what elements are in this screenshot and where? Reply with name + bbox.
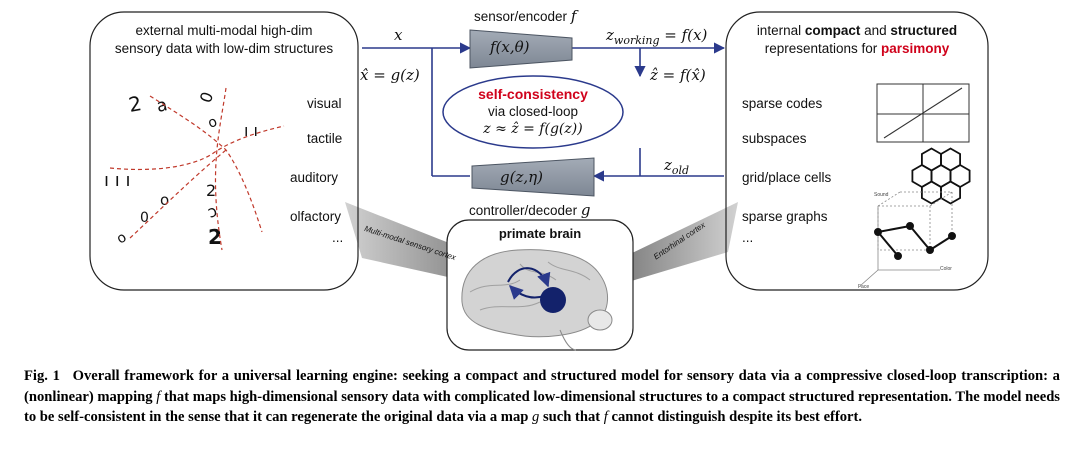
encoder-title-text: sensor/encoder [474,9,568,24]
rep-subspaces: subspaces [742,131,807,146]
decoder-title-symbol: g [580,201,591,219]
loop-subtitle: via closed-loop [487,104,579,119]
svg-text:2: 2 [127,91,144,117]
svg-text:o: o [160,191,169,209]
svg-text:ı ı ı: ı ı ı [104,170,130,191]
right-panel-frame [725,11,989,291]
right-title-compact: compact [804,23,861,38]
figure-caption: Fig. 1 Overall framework for a universal… [24,366,1060,428]
graph-axis-face: Face [858,284,870,290]
right-panel-title-line2: representations for parsimony [726,41,988,56]
z-working-subscript: working [613,34,660,47]
svg-text:2: 2 [208,225,222,249]
z-working-rhs: = f(x) [664,26,708,44]
svg-text:ı ı: ı ı [244,121,258,140]
entorhinal-node [540,287,566,313]
grid-cells-icon [911,147,971,205]
loop-equation: z ≈ ẑ = f(g(z)) [483,121,583,137]
diagram-canvas: 2 a 0 o ı ı ı ı ı 2 ɔ 2 o 0 o [89,11,989,351]
decoder-block [471,157,595,197]
manifold-curves [109,87,285,251]
x-label: x [394,26,403,44]
caption-part4: cannot distinguish despite its best effo… [607,409,863,425]
caption-label: Fig. 1 [24,368,60,384]
left-panel-title-line2: sensory data with low-dim structures [114,41,334,56]
caption-symbol-f1: f [156,388,161,405]
z-working-label: zworking = f(x) [606,26,707,47]
encoder-box-label: f(x,θ) [490,38,530,56]
z-old-label: zold [664,156,689,177]
modality-olfactory: olfactory [290,209,342,224]
rep-sparse-graphs: sparse graphs [742,209,828,224]
modality-auditory: auditory [290,170,339,185]
decoder-title: controller/decoder g [469,201,590,219]
modality-ellipsis: ... [332,230,344,245]
right-title-parsimony: parsimony [881,41,950,56]
decoder-box-label: g(z,η) [500,168,543,186]
xhat-label: x̂ = g(z) [360,66,420,84]
graph-axis-sound: Sound [874,192,889,198]
loop-title: self-consistency [478,86,588,102]
graph-axis-color: Color [940,266,952,272]
caption-symbol-f2: f [603,409,608,425]
rep-grid-place-cells: grid/place cells [742,170,832,185]
svg-text:ɔ: ɔ [205,201,220,222]
hex-cell [921,180,942,205]
right-title-part-e: representations for [764,41,882,56]
brain-title: primate brain [498,226,582,241]
decoder-title-text: controller/decoder [469,203,578,218]
right-title-part-c: and [860,23,891,38]
svg-text:0: 0 [196,89,217,105]
svg-text:a: a [155,95,169,117]
digit-scatter: 2 a 0 o ı ı ı ı ı 2 ɔ 2 o 0 o [104,89,258,249]
z-old-subscript: old [671,164,690,177]
self-consistency-ellipse [442,75,624,149]
left-panel-frame [89,11,359,291]
sparse-graph-edges [874,222,956,260]
right-title-part-a: internal [756,23,805,38]
z-working-symbol: z [606,26,614,44]
encoder-title: sensor/encoder f [474,7,576,25]
hex-cell [921,147,942,172]
caption-part3: such that [539,409,604,425]
caption-part1: Overall framework for a universal learni… [24,368,1060,405]
rep-sparse-codes: sparse codes [742,96,823,111]
closed-loop-connectors [362,42,726,182]
encoder-block [469,29,573,69]
svg-text:2: 2 [206,181,216,200]
modality-tactile: tactile [307,131,343,146]
svg-text:0: 0 [140,210,149,226]
brain-illustration [461,249,613,351]
sparse-graph-icon [859,191,953,287]
right-panel-title-line1: internal compact and structured [726,23,988,38]
encoder-title-symbol: f [570,7,577,25]
right-title-structured: structured [890,23,958,38]
left-panel-title-line1: external multi-modal high-dim [135,23,313,38]
z-old-symbol: z [664,156,672,174]
svg-text:o: o [114,229,129,247]
svg-text:o: o [206,114,220,132]
hex-cell [940,147,961,172]
caption-part2: that maps high-dimensional sensory data … [24,388,1060,426]
rep-ellipsis: ... [742,230,754,245]
zhat-label: ẑ = f(x̂) [650,66,706,84]
caption-symbol-g: g [532,409,540,425]
modality-visual: visual [307,96,342,111]
